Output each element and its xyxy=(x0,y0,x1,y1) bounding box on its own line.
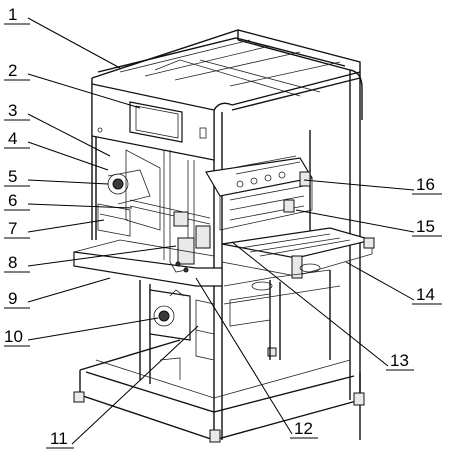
callout-labels: 1 2 3 4 5 6 7 8 9 10 11 12 13 14 15 16 xyxy=(4,5,435,448)
leader-line-3 xyxy=(27,113,111,157)
leader-line-11 xyxy=(71,325,199,445)
callout-label-10: 10 xyxy=(4,327,23,346)
leader-line-5 xyxy=(27,179,109,185)
leader-line-6 xyxy=(27,203,133,209)
leader-line-4 xyxy=(27,141,109,171)
callout-label-12: 12 xyxy=(294,419,313,438)
callout-label-4: 4 xyxy=(8,129,17,148)
leader-line-7 xyxy=(27,219,105,233)
leader-lines xyxy=(4,17,442,449)
leader-line-15 xyxy=(295,209,415,233)
callout-label-2: 2 xyxy=(8,61,17,80)
callout-label-16: 16 xyxy=(416,175,435,194)
leader-line-14 xyxy=(345,261,415,301)
callout-label-3: 3 xyxy=(8,101,17,120)
callout-label-7: 7 xyxy=(8,219,17,238)
work-table xyxy=(73,239,223,287)
callout-label-8: 8 xyxy=(8,253,17,272)
conveyor xyxy=(221,227,375,291)
guide-rail xyxy=(205,155,313,231)
callout-label-9: 9 xyxy=(8,289,17,308)
leader-line-16 xyxy=(303,179,415,191)
callout-label-11: 11 xyxy=(50,429,68,448)
leader-line-12 xyxy=(195,277,293,435)
leader-line-10 xyxy=(27,317,159,341)
leader-line-9 xyxy=(27,277,111,303)
callout-label-14: 14 xyxy=(416,285,435,304)
left-mechanism xyxy=(97,149,211,265)
leader-line-8 xyxy=(27,245,177,267)
lower-motor xyxy=(149,269,341,380)
leader-line-1 xyxy=(27,17,121,69)
callout-label-5: 5 xyxy=(8,167,17,186)
leader-line-13 xyxy=(231,241,389,367)
callout-label-1: 1 xyxy=(8,5,17,24)
control-panel xyxy=(91,83,215,161)
callout-label-13: 13 xyxy=(390,351,409,370)
leader-line-2 xyxy=(27,73,141,109)
callout-label-6: 6 xyxy=(8,191,17,210)
callout-label-15: 15 xyxy=(416,217,435,236)
